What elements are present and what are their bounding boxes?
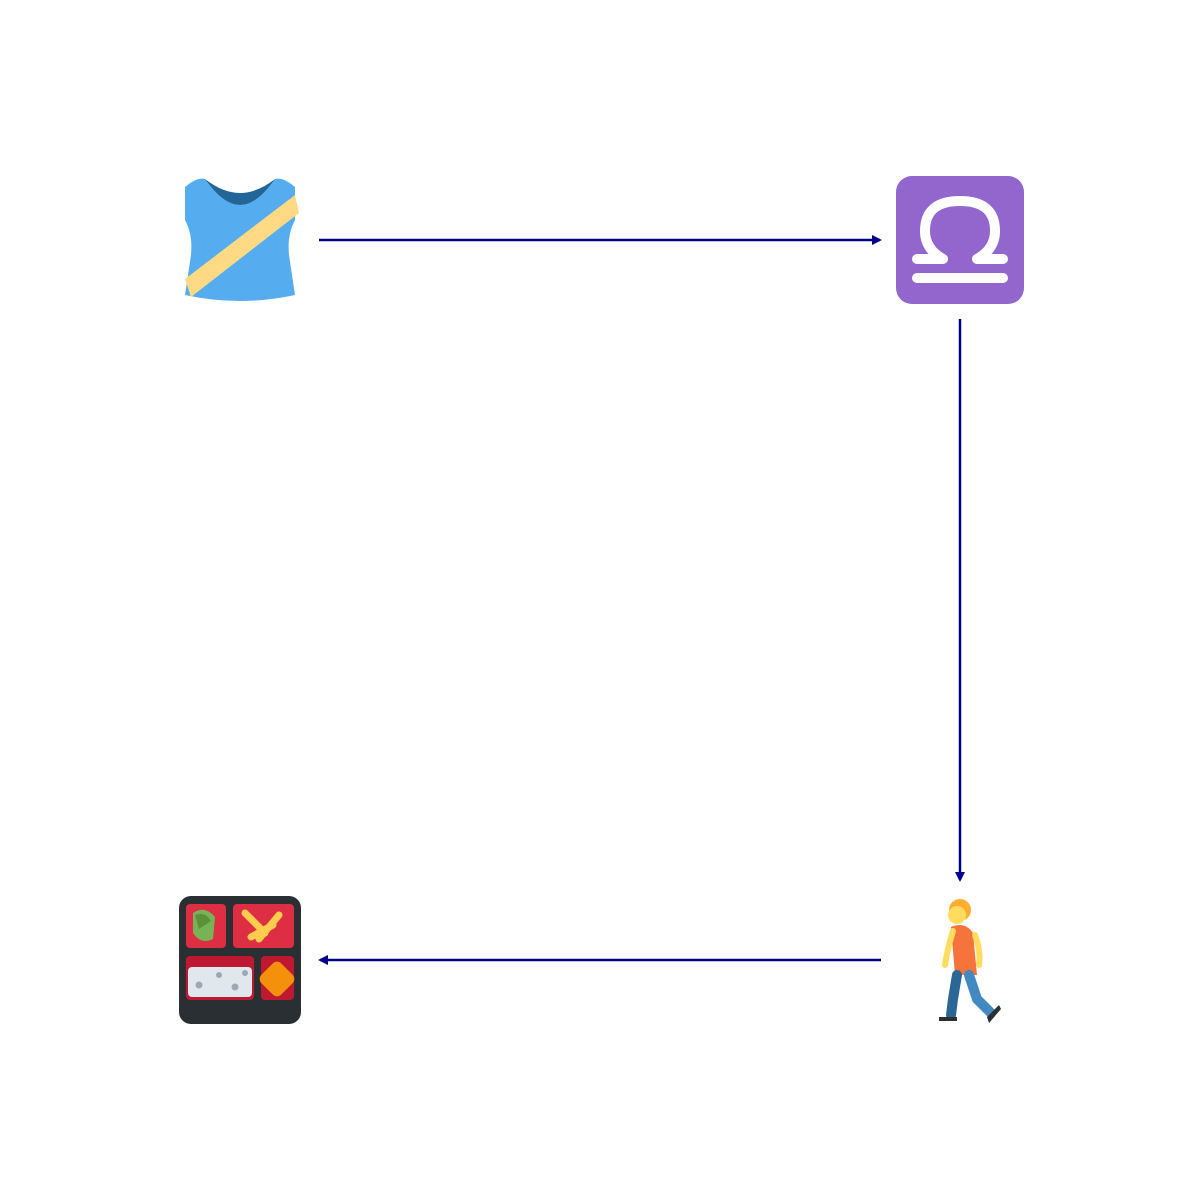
- node-bento[interactable]: [175, 895, 305, 1025]
- person-walking-icon: [939, 899, 1001, 1023]
- bento-box-icon: [179, 896, 301, 1024]
- node-libra[interactable]: [895, 175, 1025, 305]
- running-shirt-icon: [185, 178, 299, 301]
- libra-icon: [896, 176, 1024, 304]
- node-walker[interactable]: [895, 895, 1025, 1025]
- node-shirt[interactable]: [175, 175, 305, 305]
